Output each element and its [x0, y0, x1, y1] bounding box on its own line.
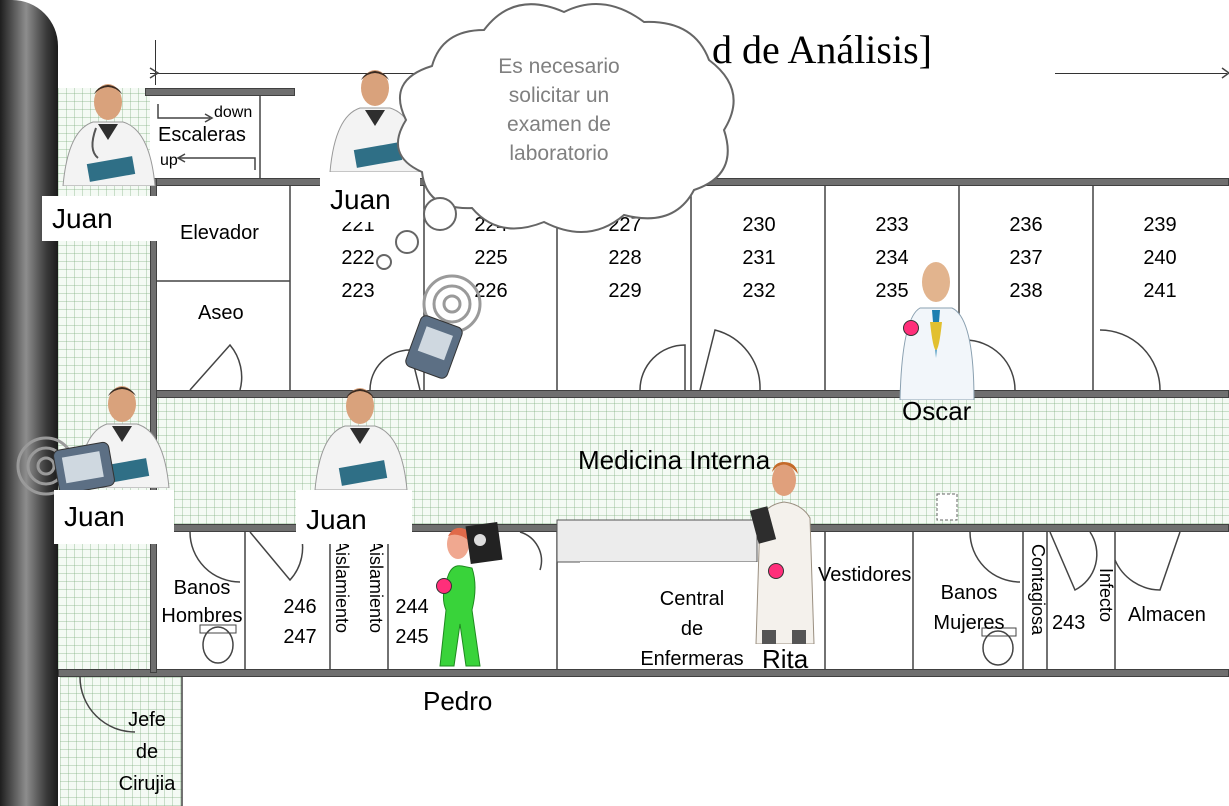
- dimension-line: [150, 73, 440, 74]
- aislamiento-1-label: Aislamiento: [332, 540, 352, 634]
- left-frame-edge: [0, 0, 58, 806]
- juan-figure-4: [314, 388, 408, 490]
- rita-marker: [768, 563, 784, 579]
- juan-label-1: Juan: [42, 196, 162, 241]
- aislamiento-2-label: Aislamiento: [366, 540, 386, 634]
- thought-bubble: [376, 3, 735, 270]
- elevador-label: Elevador: [180, 222, 259, 244]
- wireless-device-icon-2: [16, 436, 115, 496]
- oscar-marker: [903, 320, 919, 336]
- wireless-device-icon: [405, 274, 482, 379]
- pedro-label: Pedro: [423, 686, 493, 716]
- pedro-marker: [436, 578, 452, 594]
- room-243-label: 243: [1052, 612, 1086, 634]
- corridor-label: Medicina Interna: [578, 445, 771, 475]
- rita-figure: [749, 462, 815, 644]
- juan-label-2: Juan: [320, 178, 420, 222]
- juan-figure-1: [62, 84, 156, 186]
- title-rule: [1055, 73, 1227, 74]
- jefe-grid: [60, 676, 182, 806]
- juan-label-4: Juan: [296, 490, 412, 544]
- rita-label: Rita: [762, 644, 809, 674]
- oscar-label: Oscar: [902, 396, 972, 426]
- juan-label-3: Juan: [54, 490, 174, 544]
- stairs-up-label: up: [160, 152, 178, 169]
- stairs-label: Escaleras: [158, 124, 246, 146]
- stairs-down-label: down: [214, 104, 253, 121]
- almacen-label: Almacen: [1128, 604, 1206, 626]
- dimension-tick: [155, 40, 156, 85]
- pedro-figure: [439, 521, 503, 667]
- page-title: d de Análisis]: [712, 27, 932, 72]
- bubble-text: Es necesario solicitar un examen de labo…: [498, 55, 620, 165]
- infecto-label: Infecto: [1096, 568, 1116, 623]
- juan-figure-2: [329, 70, 423, 172]
- stair-top-wall: [145, 88, 295, 96]
- oscar-figure: [899, 262, 975, 400]
- vestidores-label: Vestidores: [818, 564, 912, 586]
- aseo-label: Aseo: [198, 302, 244, 324]
- contagiosa-label: Contagiosa: [1028, 544, 1048, 636]
